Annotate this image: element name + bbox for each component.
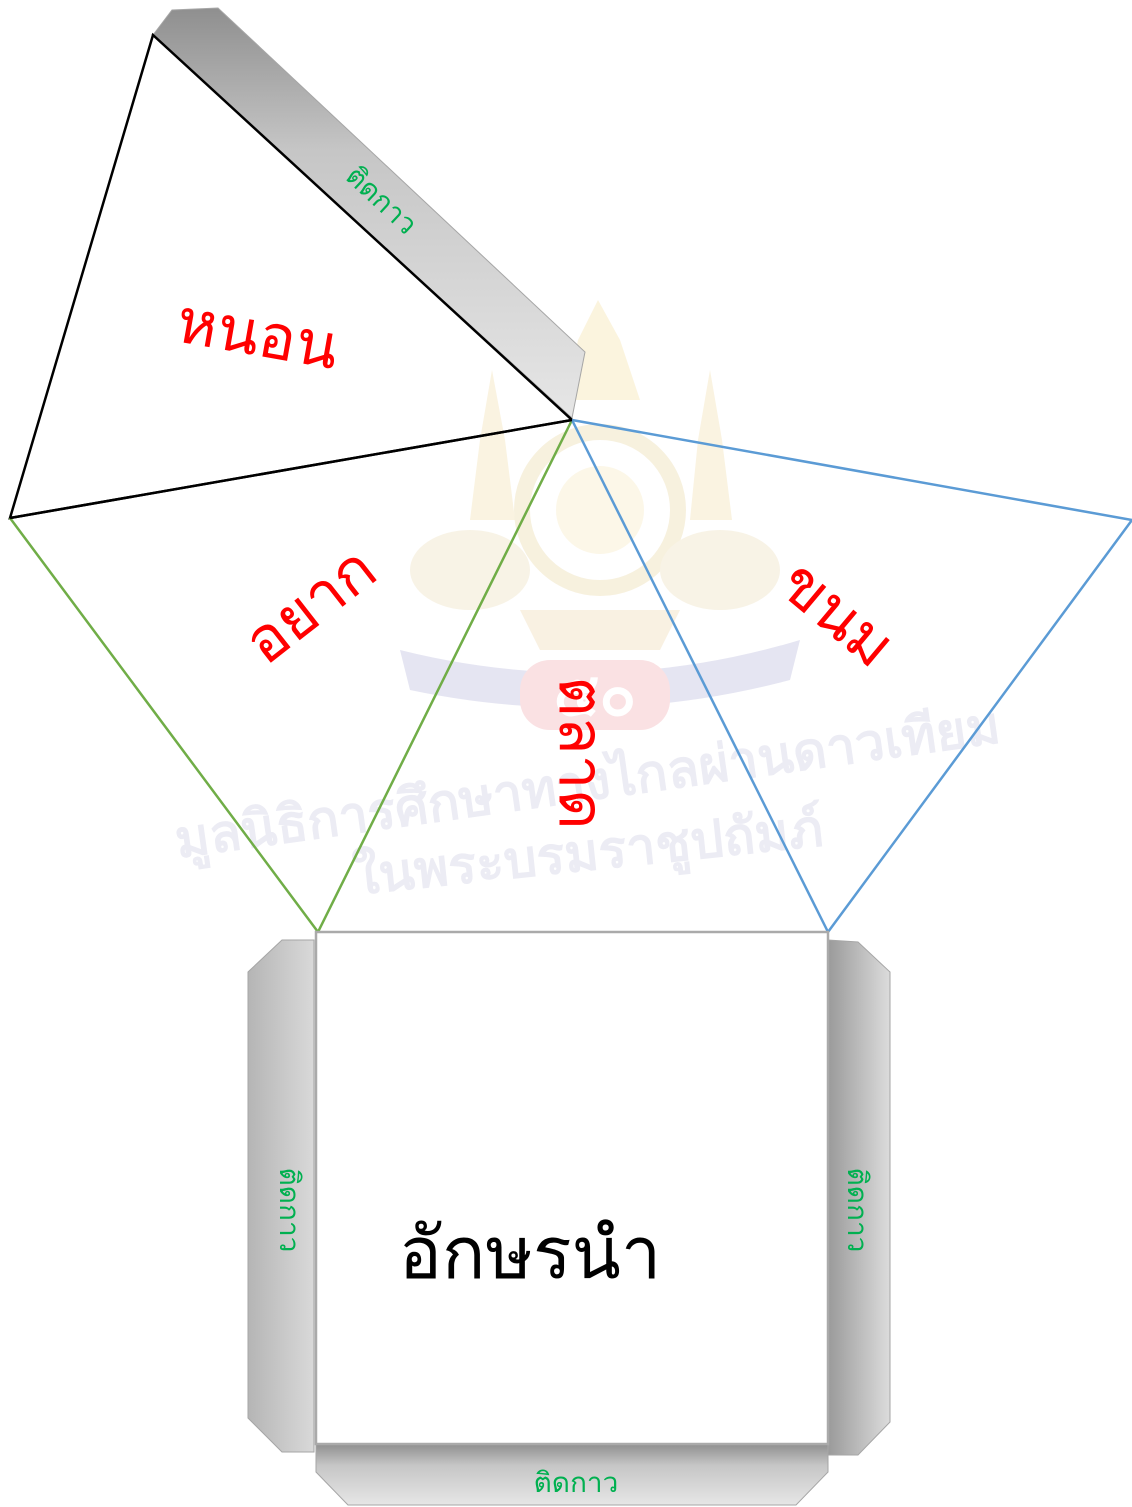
glue-tab-left-label: ติดกาว <box>273 1168 306 1253</box>
glue-tab-right-label: ติดกาว <box>841 1168 874 1253</box>
face-center-edge <box>570 419 830 933</box>
left-elephant-icon <box>410 530 530 610</box>
right-elephant-icon <box>660 530 780 610</box>
base-label: อักษรนำ <box>399 1211 662 1295</box>
emblem-number: ๕๐ <box>554 660 636 730</box>
face-label-center: ตลาด <box>545 676 618 829</box>
ribbon-icon <box>400 640 800 708</box>
glue-tab-bottom-label: ติดกาว <box>534 1466 619 1499</box>
glue-tab-left-side <box>247 939 315 1453</box>
crown-icon <box>565 300 640 400</box>
base-square <box>314 930 830 1446</box>
face-right <box>571 418 1132 933</box>
face-label-left: อยาก <box>230 531 390 678</box>
face-label-top-left: หนอน <box>171 284 344 384</box>
left-spire-icon <box>470 370 515 520</box>
seal-icon <box>514 424 686 596</box>
